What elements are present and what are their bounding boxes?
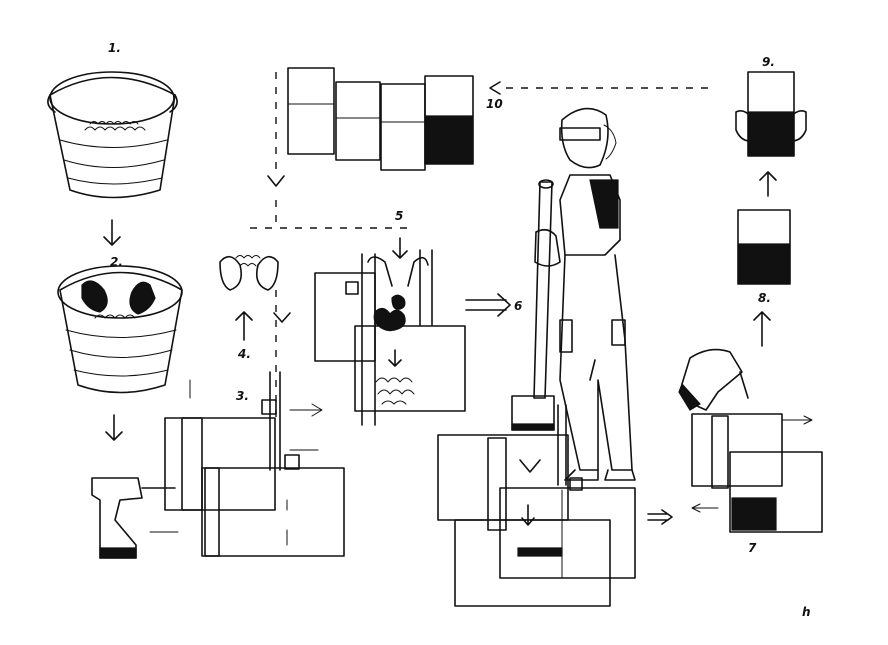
step-9-label: 9.: [762, 55, 775, 69]
step-1-label: 1.: [108, 41, 121, 55]
arrow-up-4: [235, 311, 253, 341]
step-10-label: 10: [486, 97, 503, 111]
step-3-label: 3.: [236, 389, 249, 403]
arrow-right-7: [647, 509, 673, 525]
paper-tiles-grid: [287, 67, 474, 171]
mould-assembly-right: [691, 413, 823, 533]
arrow-up-9: [759, 171, 777, 197]
arrow-down-1: [103, 219, 121, 246]
cordless-drill-left: [91, 477, 179, 559]
step-5-label: 5: [395, 209, 403, 223]
step-7-label: 7: [748, 541, 757, 555]
arrow-up-8: [753, 311, 771, 347]
hands-holding-pulp: [219, 255, 279, 291]
bucket-shredded-paper: [47, 71, 178, 199]
mould-assembly-centre: [437, 404, 636, 607]
pulp-press-frame: [314, 237, 466, 426]
person-with-tamper: [511, 107, 636, 481]
dashed-flow-lines: [250, 72, 713, 420]
bucket-mixing-hands: [57, 265, 183, 394]
hands-holding-tile: [735, 71, 807, 157]
cordless-drill-right: [678, 348, 749, 411]
step-8-label: 8.: [758, 291, 771, 305]
mould-assembly-left: [164, 371, 345, 557]
step-4-label: 4.: [237, 347, 251, 361]
step-2-label: 2.: [110, 255, 123, 269]
artist-signature: h: [802, 605, 811, 619]
arrow-down-4: [273, 312, 291, 323]
step-6-label: 6: [514, 299, 522, 313]
arrow-down-2: [105, 414, 123, 441]
arrow-right-6: [465, 293, 511, 317]
pressed-brick: [737, 209, 791, 285]
